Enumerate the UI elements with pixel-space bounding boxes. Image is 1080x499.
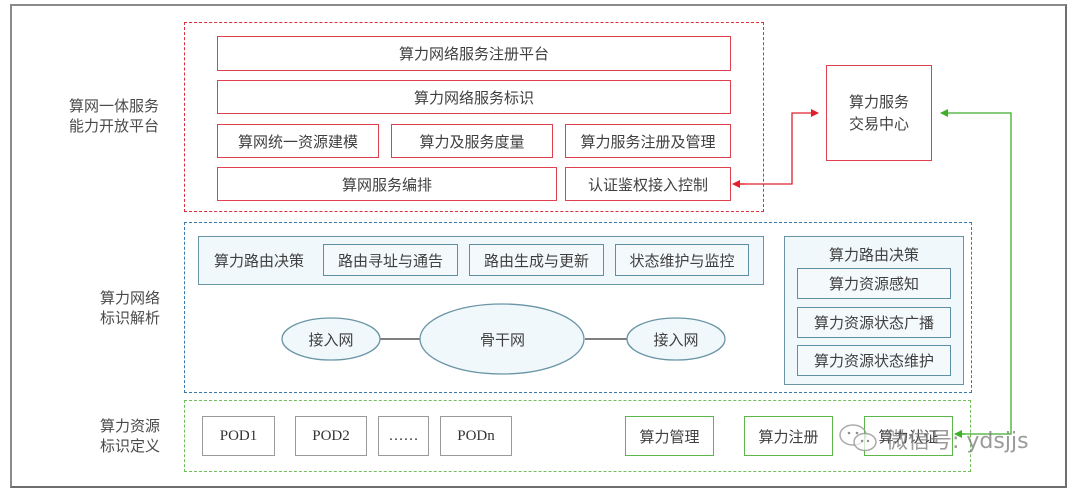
trade-center-line2: 交易中心 — [848, 115, 909, 133]
compute-registration-box: 算力注册 — [744, 416, 833, 456]
unified-resource-modeling-box: 算网统一资源建模 — [217, 124, 379, 158]
layer-label-platform-line1: 算网一体服务 — [68, 97, 159, 115]
compute-management-box: 算力管理 — [625, 416, 714, 456]
layer-label-platform-line2: 能力开放平台 — [68, 117, 159, 135]
service-registration-management-box: 算力服务注册及管理 — [565, 124, 731, 158]
layer-label-resource: 算力资源 标识定义 — [70, 416, 190, 456]
route-generation-box: 路由生成与更新 — [469, 244, 604, 276]
layer-label-platform: 算网一体服务 能力开放平台 — [54, 96, 174, 136]
layer-label-resource-line2: 标识定义 — [99, 437, 160, 455]
trade-center-box: 算力服务 交易中心 — [826, 65, 932, 161]
service-orchestration-box: 算网服务编排 — [217, 167, 557, 201]
trade-center-line1: 算力服务 — [848, 93, 909, 111]
auth-access-control-box: 认证鉴权接入控制 — [565, 167, 731, 201]
routing-addressing-box: 路由寻址与通告 — [323, 244, 458, 276]
layer-label-resolution-line1: 算力网络 — [99, 289, 160, 307]
layer-label-resource-line1: 算力资源 — [99, 417, 160, 435]
service-metering-box: 算力及服务度量 — [391, 124, 553, 158]
compute-authentication-box: 算力认证 — [864, 416, 953, 456]
layer-label-resolution-line2: 标识解析 — [99, 309, 160, 327]
watermark-text: 微信号: ydsjjs — [886, 429, 1029, 454]
pod-box: PODn — [440, 416, 512, 456]
routing-decision-title: 算力路由决策 — [213, 251, 304, 270]
resource-state-maintenance-box: 算力资源状态维护 — [797, 345, 951, 376]
diagram-frame — [10, 4, 1067, 488]
backbone-network-label: 骨干网 — [479, 330, 525, 349]
service-identifier-box: 算力网络服务标识 — [217, 80, 731, 114]
layer-label-resolution: 算力网络 标识解析 — [70, 288, 190, 328]
access-network-right-label: 接入网 — [653, 330, 699, 349]
resource-state-broadcast-box: 算力资源状态广播 — [797, 307, 951, 338]
pod-box: POD1 — [202, 416, 275, 456]
resource-sensing-box: 算力资源感知 — [797, 268, 951, 299]
side-routing-title: 算力路由决策 — [828, 245, 919, 264]
access-network-left-label: 接入网 — [308, 330, 354, 349]
resource-layer-group — [184, 400, 971, 472]
pod-ellipsis-box: …… — [378, 416, 429, 456]
state-monitoring-box: 状态维护与监控 — [615, 244, 749, 276]
wechat-icon — [839, 424, 877, 452]
service-registry-platform-box: 算力网络服务注册平台 — [217, 36, 731, 71]
wechat-watermark: 微信号: ydsjjs — [838, 422, 1029, 456]
pod-box: POD2 — [295, 416, 367, 456]
